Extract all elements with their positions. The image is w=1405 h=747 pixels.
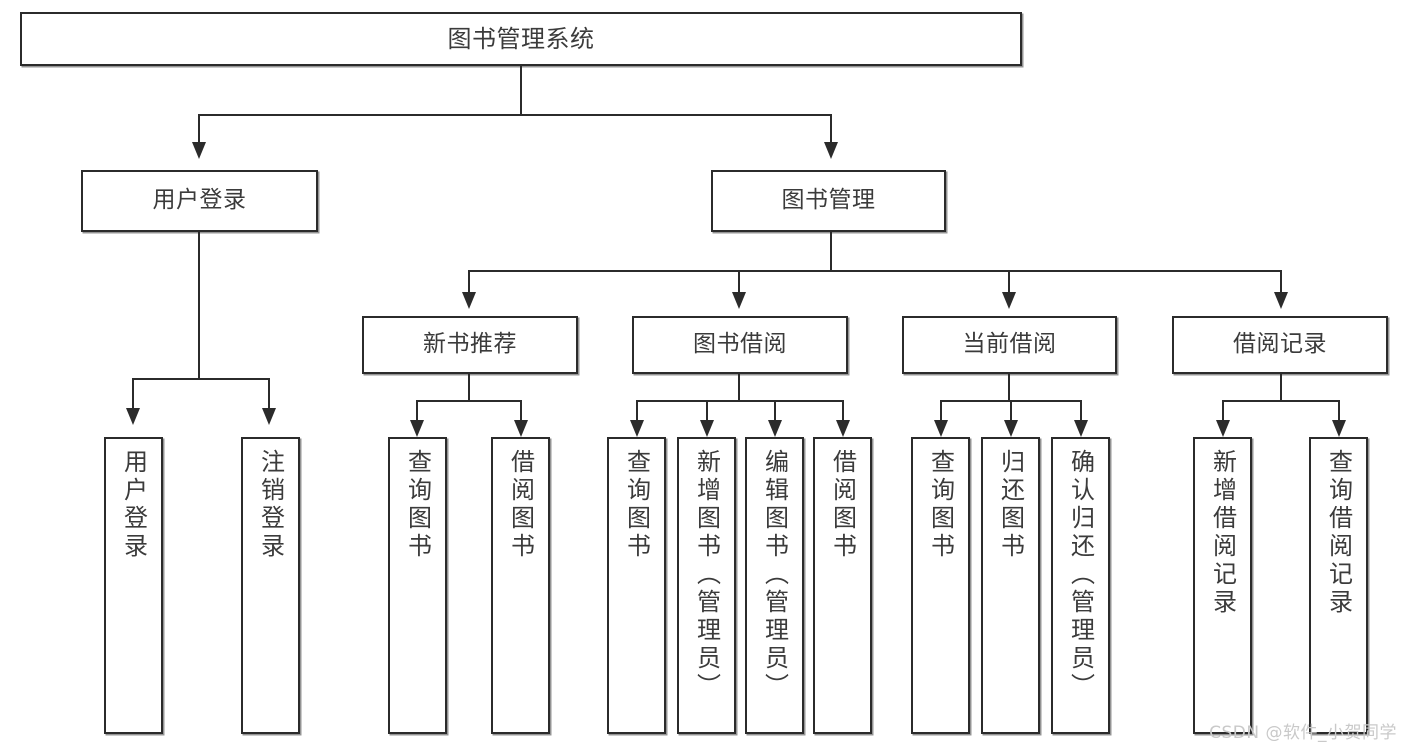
node-label: 新书推荐 bbox=[423, 331, 517, 358]
arrow-root-to-book-manage bbox=[824, 142, 838, 159]
leaf-borrow-record-query-record[interactable]: 查询借阅记录 bbox=[1309, 437, 1368, 734]
node-new-book-recommend[interactable]: 新书推荐 bbox=[362, 316, 578, 374]
connector-book-manage-bus bbox=[468, 270, 1282, 272]
connector-current-borrow-drop-3 bbox=[1080, 400, 1082, 422]
connector-new-book-drop-2 bbox=[520, 400, 522, 422]
connector-new-book-bus bbox=[416, 400, 522, 402]
arrow-borrow-record-leaf-2 bbox=[1332, 420, 1346, 437]
node-label: 确认归还（管理员） bbox=[1066, 449, 1095, 701]
node-label: 编辑图书（管理员） bbox=[760, 449, 789, 701]
connector-new-book-drop-1 bbox=[416, 400, 418, 422]
connector-root-stem bbox=[520, 66, 522, 115]
node-label: 图书借阅 bbox=[693, 331, 787, 358]
node-current-borrow[interactable]: 当前借阅 bbox=[902, 316, 1117, 374]
arrow-book-borrow-leaf-4 bbox=[836, 420, 850, 437]
leaf-new-book-borrow-books[interactable]: 借阅图书 bbox=[491, 437, 550, 734]
leaf-new-book-query-books[interactable]: 查询图书 bbox=[388, 437, 447, 734]
connector-book-borrow-drop-3 bbox=[774, 400, 776, 422]
node-label: 当前借阅 bbox=[962, 331, 1057, 358]
arrow-book-borrow-leaf-2 bbox=[700, 420, 714, 437]
connector-book-borrow-drop-1 bbox=[636, 400, 638, 422]
node-label: 新增借阅记录 bbox=[1208, 449, 1237, 617]
connector-user-login-drop-1 bbox=[132, 378, 134, 410]
connector-book-manage-drop-3 bbox=[1008, 270, 1010, 294]
leaf-current-borrow-return-books[interactable]: 归还图书 bbox=[981, 437, 1040, 734]
connector-borrow-record-bus bbox=[1222, 400, 1340, 402]
arrow-book-manage-to-current-borrow bbox=[1002, 292, 1016, 309]
connector-new-book-stem bbox=[468, 374, 470, 402]
node-borrow-record[interactable]: 借阅记录 bbox=[1172, 316, 1388, 374]
connector-book-manage-drop-1 bbox=[468, 270, 470, 294]
connector-borrow-record-drop-1 bbox=[1222, 400, 1224, 422]
node-label: 查询图书 bbox=[926, 449, 955, 561]
arrow-book-borrow-leaf-3 bbox=[768, 420, 782, 437]
connector-current-borrow-drop-1 bbox=[940, 400, 942, 422]
connector-root-to-book-manage bbox=[830, 114, 832, 144]
connector-book-manage-drop-4 bbox=[1280, 270, 1282, 294]
node-label: 新增图书（管理员） bbox=[692, 449, 721, 701]
connector-book-borrow-drop-4 bbox=[842, 400, 844, 422]
connector-current-borrow-drop-2 bbox=[1010, 400, 1012, 422]
node-label: 图书管理系统 bbox=[447, 24, 595, 53]
connector-book-borrow-bus bbox=[636, 400, 844, 402]
node-root-system[interactable]: 图书管理系统 bbox=[20, 12, 1022, 66]
arrow-book-manage-to-new-book bbox=[462, 292, 476, 309]
arrow-current-borrow-leaf-1 bbox=[934, 420, 948, 437]
arrow-book-borrow-leaf-1 bbox=[630, 420, 644, 437]
node-label: 注销登录 bbox=[256, 449, 285, 561]
arrow-user-login-leaf-2 bbox=[262, 408, 276, 425]
arrow-borrow-record-leaf-1 bbox=[1216, 420, 1230, 437]
node-label: 借阅记录 bbox=[1233, 331, 1327, 358]
arrow-new-book-leaf-1 bbox=[410, 420, 424, 437]
node-label: 查询图书 bbox=[403, 449, 432, 561]
connector-user-login-drop-2 bbox=[268, 378, 270, 410]
node-label: 用户登录 bbox=[152, 187, 247, 214]
leaf-book-borrow-edit-book-admin[interactable]: 编辑图书（管理员） bbox=[745, 437, 804, 734]
node-label: 查询图书 bbox=[622, 449, 651, 561]
arrow-new-book-leaf-2 bbox=[514, 420, 528, 437]
watermark-text: CSDN @软件_小贺同学 bbox=[1209, 723, 1397, 743]
leaf-book-borrow-query-books[interactable]: 查询图书 bbox=[607, 437, 666, 734]
connector-borrow-record-drop-2 bbox=[1338, 400, 1340, 422]
leaf-current-borrow-confirm-return-admin[interactable]: 确认归还（管理员） bbox=[1051, 437, 1110, 734]
connector-root-to-user-login bbox=[198, 114, 200, 144]
node-label: 归还图书 bbox=[996, 449, 1025, 561]
node-book-management[interactable]: 图书管理 bbox=[711, 170, 946, 232]
leaf-book-borrow-add-book-admin[interactable]: 新增图书（管理员） bbox=[677, 437, 736, 734]
leaf-borrow-record-add-record[interactable]: 新增借阅记录 bbox=[1193, 437, 1252, 734]
node-book-borrow[interactable]: 图书借阅 bbox=[632, 316, 848, 374]
arrow-book-manage-to-book-borrow bbox=[732, 292, 746, 309]
leaf-book-borrow-borrow-books[interactable]: 借阅图书 bbox=[813, 437, 872, 734]
arrow-current-borrow-leaf-3 bbox=[1074, 420, 1088, 437]
leaf-user-login-login[interactable]: 用户登录 bbox=[104, 437, 163, 734]
connector-borrow-record-stem bbox=[1280, 374, 1282, 402]
leaf-user-login-logout[interactable]: 注销登录 bbox=[241, 437, 300, 734]
connector-book-borrow-stem bbox=[738, 374, 740, 402]
node-label: 用户登录 bbox=[119, 449, 148, 561]
node-label: 图书管理 bbox=[781, 187, 876, 214]
connector-user-login-stem bbox=[198, 232, 200, 380]
arrow-user-login-leaf-1 bbox=[126, 408, 140, 425]
node-label: 借阅图书 bbox=[506, 449, 535, 561]
node-user-login[interactable]: 用户登录 bbox=[81, 170, 318, 232]
connector-book-borrow-drop-2 bbox=[706, 400, 708, 422]
node-label: 查询借阅记录 bbox=[1324, 449, 1353, 617]
node-label: 借阅图书 bbox=[828, 449, 857, 561]
connector-user-login-bus bbox=[132, 378, 268, 380]
connector-book-manage-drop-2 bbox=[738, 270, 740, 294]
connector-root-bus bbox=[198, 114, 832, 116]
leaf-current-borrow-query-books[interactable]: 查询图书 bbox=[911, 437, 970, 734]
arrow-current-borrow-leaf-2 bbox=[1004, 420, 1018, 437]
connector-book-manage-stem bbox=[830, 232, 832, 272]
connector-current-borrow-stem bbox=[1008, 374, 1010, 402]
arrow-root-to-user-login bbox=[192, 142, 206, 159]
arrow-book-manage-to-borrow-record bbox=[1274, 292, 1288, 309]
